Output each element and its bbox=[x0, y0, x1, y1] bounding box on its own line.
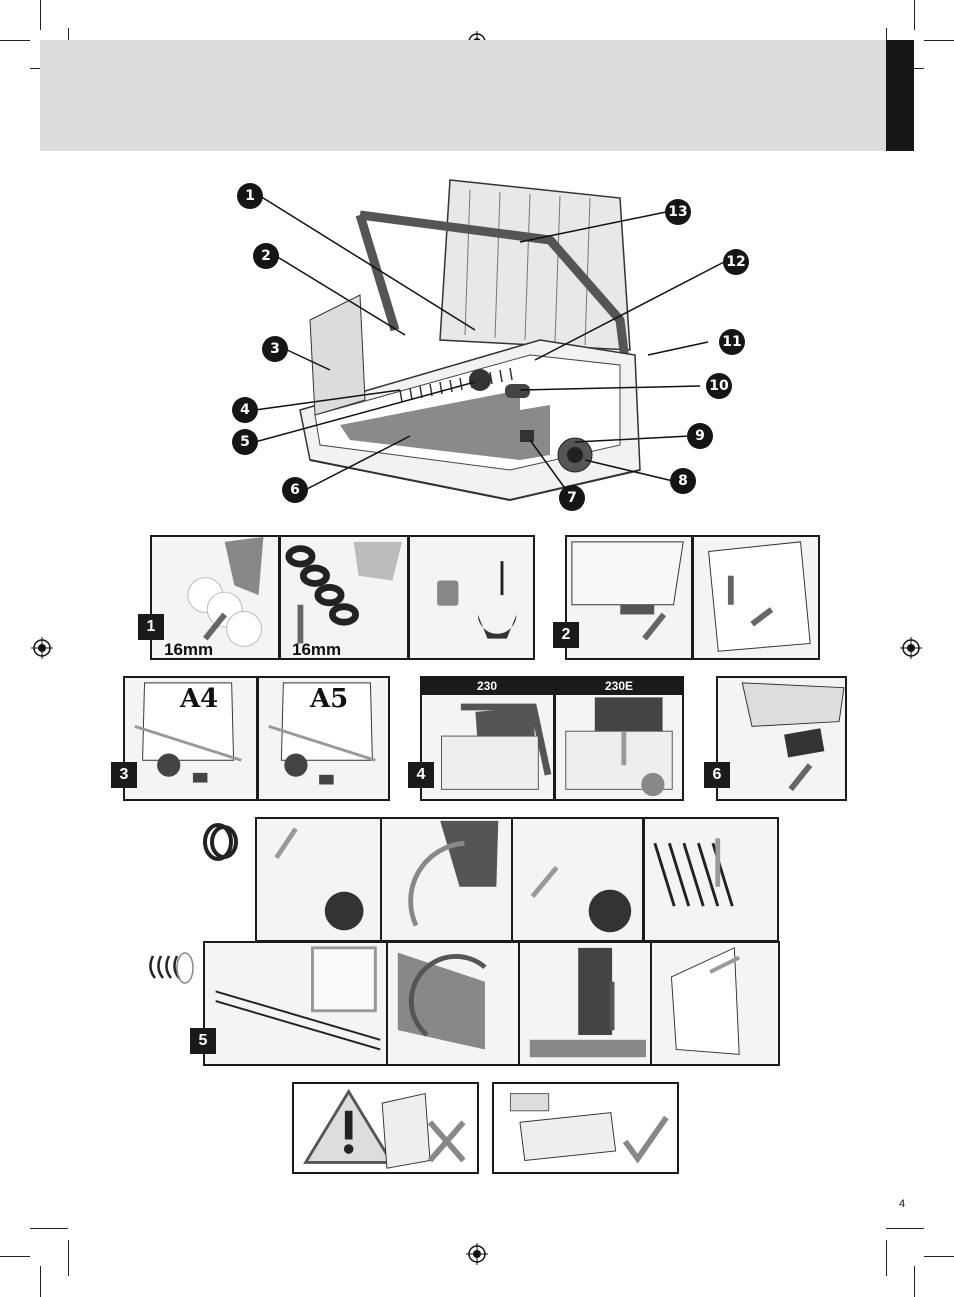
callout-7: 7 bbox=[559, 485, 585, 511]
wire-binding-icon bbox=[149, 952, 194, 984]
callout-5: 5 bbox=[232, 429, 258, 455]
step3-badge: 3 bbox=[111, 762, 137, 788]
model-label-230e: 230E bbox=[554, 677, 684, 695]
binding-machine-illustration bbox=[254, 179, 725, 502]
step3-panel-b bbox=[257, 676, 390, 801]
header-band bbox=[40, 40, 890, 151]
step5-wire-panel-4 bbox=[650, 941, 780, 1066]
page-number: 4 bbox=[899, 1198, 906, 1210]
correct-carry-panel bbox=[492, 1082, 679, 1174]
callout-2: 2 bbox=[253, 243, 279, 269]
registration-mark-icon bbox=[466, 1243, 488, 1265]
callout-11: 11 bbox=[719, 329, 745, 355]
callout-4: 4 bbox=[232, 397, 258, 423]
step2-panel-a bbox=[565, 535, 693, 660]
registration-mark-icon bbox=[31, 637, 53, 659]
step6-panel bbox=[716, 676, 847, 801]
check-mark-icon bbox=[622, 1115, 669, 1164]
callout-3: 3 bbox=[262, 336, 288, 362]
cross-mark-icon bbox=[427, 1120, 466, 1163]
callout-13: 13 bbox=[665, 199, 691, 225]
callout-1: 1 bbox=[237, 183, 263, 209]
model-label-230: 230 bbox=[420, 677, 554, 695]
step5-comb-panel-1 bbox=[255, 817, 382, 942]
step1-size-label-a: 16mm bbox=[164, 640, 214, 659]
step4-panel-a bbox=[420, 676, 555, 801]
paper-size-a5: A5 bbox=[310, 684, 349, 714]
crop-mark bbox=[68, 1240, 69, 1276]
callout-12: 12 bbox=[723, 249, 749, 275]
crop-mark bbox=[886, 1228, 924, 1229]
step4-panel-b bbox=[554, 676, 684, 801]
callout-10: 10 bbox=[706, 373, 732, 399]
callout-8: 8 bbox=[670, 468, 696, 494]
step1-panel-c bbox=[408, 535, 535, 660]
crop-mark bbox=[0, 1256, 30, 1257]
crop-mark bbox=[40, 0, 41, 30]
plastic-comb-icon bbox=[203, 823, 238, 861]
crop-mark bbox=[914, 1266, 915, 1297]
callout-6: 6 bbox=[282, 477, 308, 503]
crop-mark bbox=[40, 1266, 41, 1297]
step1-badge: 1 bbox=[138, 614, 164, 640]
step5-comb-panel-3 bbox=[511, 817, 644, 942]
crop-mark bbox=[0, 40, 30, 41]
warning-triangle-icon bbox=[303, 1088, 395, 1164]
step5-comb-panel-4 bbox=[643, 817, 779, 942]
step5-wire-panel-2 bbox=[386, 941, 520, 1066]
step5-badge: 5 bbox=[190, 1028, 216, 1054]
step3-panel-a bbox=[123, 676, 258, 801]
step2-badge: 2 bbox=[553, 622, 579, 648]
step5-wire-panel-1 bbox=[203, 941, 389, 1066]
crop-mark bbox=[30, 1228, 68, 1229]
step4-badge: 4 bbox=[408, 762, 434, 788]
callout-9: 9 bbox=[687, 423, 713, 449]
step1-size-label-b: 16mm bbox=[292, 640, 342, 659]
step5-comb-panel-2 bbox=[380, 817, 513, 942]
step5-wire-panel-3 bbox=[518, 941, 652, 1066]
step6-badge: 6 bbox=[704, 762, 730, 788]
step2-panel-b bbox=[692, 535, 820, 660]
crop-mark bbox=[924, 40, 954, 41]
crop-mark bbox=[924, 1256, 954, 1257]
paper-size-a4: A4 bbox=[180, 684, 219, 714]
crop-mark bbox=[886, 1240, 887, 1276]
crop-mark bbox=[914, 0, 915, 30]
incorrect-carry-panel bbox=[292, 1082, 479, 1174]
step1-panel-b bbox=[279, 535, 409, 660]
language-tab bbox=[886, 40, 914, 151]
step1-panel-a bbox=[150, 535, 280, 660]
registration-mark-icon bbox=[900, 637, 922, 659]
